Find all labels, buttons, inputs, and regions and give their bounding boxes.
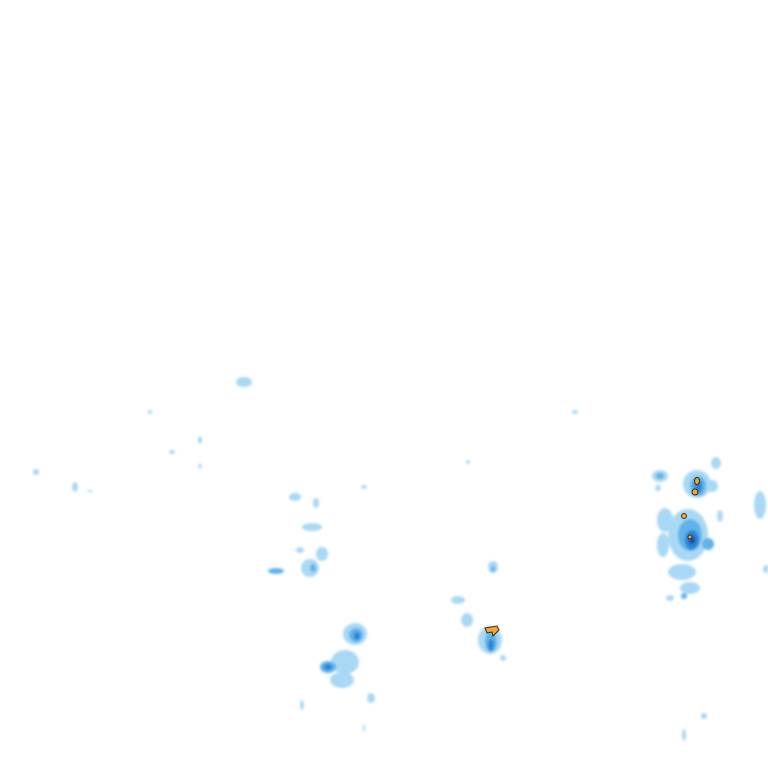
echo-cores-east	[681, 477, 700, 540]
echo-cluster-center-west	[268, 493, 328, 577]
echo-cluster-east	[652, 457, 768, 741]
echo-core-south-center	[484, 625, 500, 637]
echo-cluster-south-center	[451, 561, 506, 661]
echo-west	[33, 377, 578, 492]
echo-cluster-southwest	[300, 623, 375, 732]
